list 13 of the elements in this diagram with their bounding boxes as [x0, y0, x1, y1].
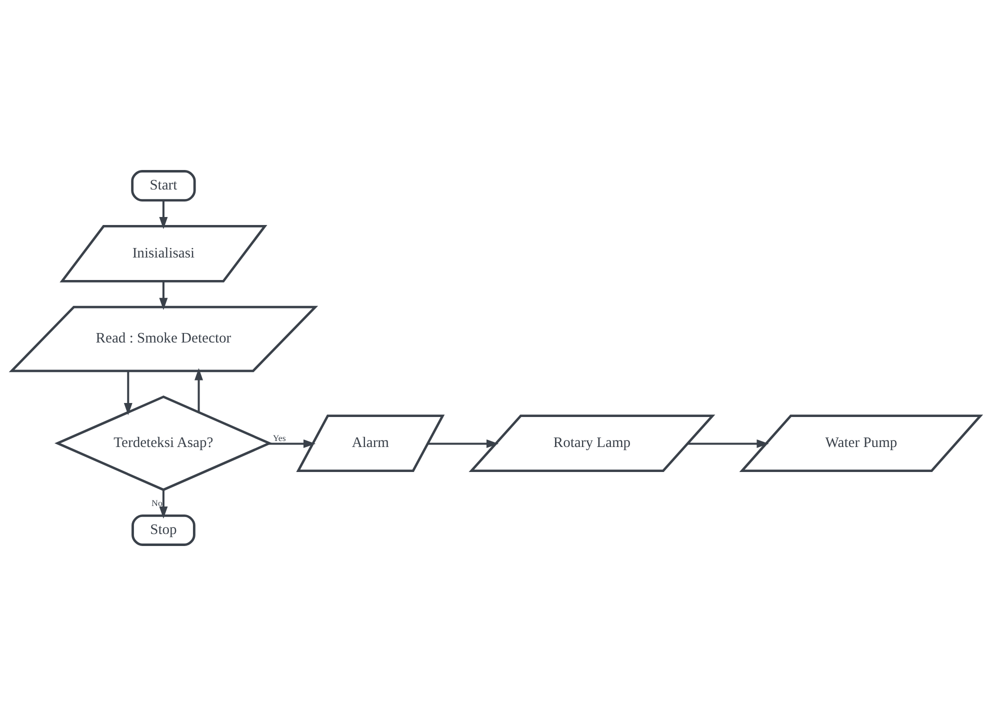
- arrow: [268, 438, 316, 448]
- arrow: [159, 200, 168, 229]
- arrow: [428, 438, 499, 448]
- node-box: Stop: [132, 514, 196, 546]
- arrow: [159, 280, 168, 310]
- edge-label: No: [152, 497, 162, 508]
- node-box: Start: [131, 170, 196, 202]
- node-diamond: Terdeteksi Asap?: [54, 394, 272, 491]
- arrow: [688, 438, 769, 448]
- edge-label: Yes: [272, 432, 286, 443]
- arrow: [194, 368, 204, 412]
- arrow: [159, 489, 168, 518]
- arrow: [124, 370, 132, 415]
